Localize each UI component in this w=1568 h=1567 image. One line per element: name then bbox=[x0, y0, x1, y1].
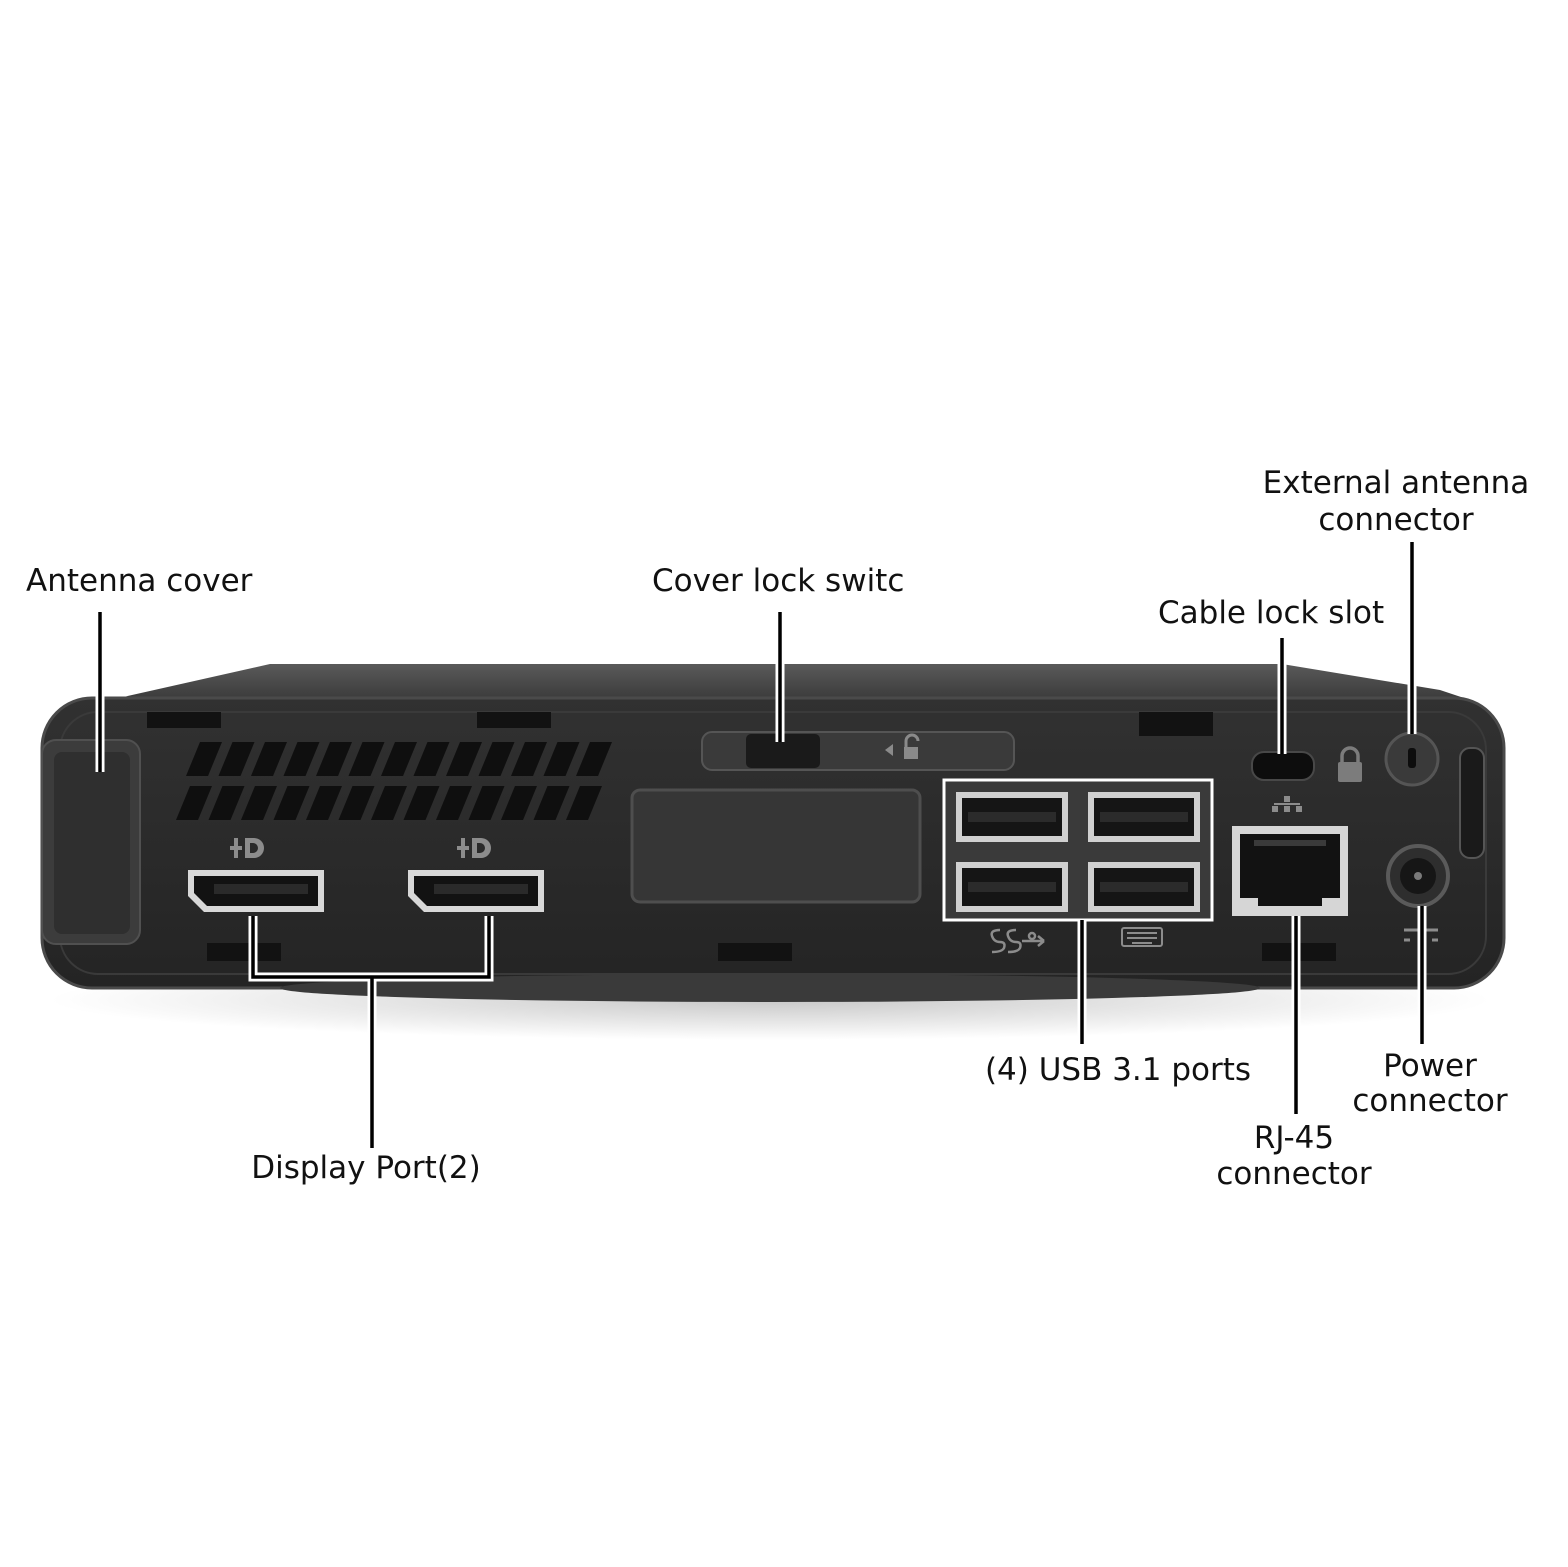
unlock-icon bbox=[885, 733, 920, 759]
vent-slot bbox=[186, 742, 222, 776]
antenna-cover-label: Antenna cover bbox=[26, 563, 253, 599]
antenna-cover bbox=[41, 739, 141, 945]
top-rim-slots bbox=[147, 712, 1213, 736]
vent-slot bbox=[566, 786, 602, 820]
usb-port-4[interactable] bbox=[1088, 862, 1200, 912]
vent-slot bbox=[218, 742, 255, 776]
keyboard-icon bbox=[1121, 927, 1163, 947]
vent-slot bbox=[381, 742, 417, 776]
displayport-connector-1[interactable] bbox=[188, 870, 324, 912]
external-antenna-label-line1: External antenna bbox=[1263, 465, 1530, 501]
displayport-icon bbox=[230, 838, 264, 858]
vent-slot bbox=[371, 786, 407, 820]
vent-slot bbox=[413, 742, 450, 776]
rj45-port[interactable] bbox=[1232, 826, 1348, 916]
vent-slot bbox=[283, 742, 320, 776]
cable-lock-slot[interactable] bbox=[1251, 751, 1315, 781]
vent-slot bbox=[306, 786, 342, 820]
bottom-vent-slots bbox=[207, 943, 1336, 961]
ventilation-grille bbox=[176, 742, 612, 820]
power-connector[interactable] bbox=[1386, 844, 1450, 908]
vent-slot bbox=[543, 742, 580, 776]
vent-slot bbox=[208, 786, 245, 820]
network-icon bbox=[1272, 796, 1302, 812]
displayport-icon bbox=[457, 838, 491, 858]
vent-slot bbox=[348, 742, 385, 776]
vent-slot bbox=[338, 786, 375, 820]
usb-ports-label: (4) USB 3.1 ports bbox=[985, 1052, 1251, 1088]
side-vent-slot bbox=[1459, 747, 1485, 859]
power-label-line2: connector bbox=[1352, 1083, 1508, 1119]
cover-lock-switch-label: Cover lock switc bbox=[652, 563, 904, 599]
vent-slot bbox=[251, 742, 287, 776]
superspeed-usb-icon bbox=[990, 928, 1045, 954]
usb-port-1[interactable] bbox=[956, 792, 1068, 842]
cover-panel bbox=[630, 788, 922, 904]
vent-slot bbox=[576, 742, 612, 776]
display-port-label: Display Port(2) bbox=[251, 1150, 481, 1186]
usb-port-2[interactable] bbox=[1088, 792, 1200, 842]
external-antenna-label-line2: connector bbox=[1318, 502, 1474, 538]
external-antenna-connector[interactable] bbox=[1384, 731, 1440, 787]
displayport-connector-2[interactable] bbox=[408, 870, 544, 912]
vent-slot bbox=[403, 786, 440, 820]
vent-slot bbox=[533, 786, 570, 820]
power-label-line1: Power bbox=[1383, 1048, 1477, 1084]
vent-slot bbox=[501, 786, 537, 820]
callout-leaders bbox=[95, 542, 1427, 1148]
chassis-top bbox=[110, 664, 1470, 700]
vent-slot bbox=[316, 742, 352, 776]
cable-lock-slot-label: Cable lock slot bbox=[1158, 595, 1384, 631]
vent-slot bbox=[468, 786, 505, 820]
usb-port-3[interactable] bbox=[956, 862, 1068, 912]
vent-slot bbox=[511, 742, 547, 776]
vent-slot bbox=[241, 786, 277, 820]
vent-slot bbox=[446, 742, 482, 776]
chassis-bottom-foot bbox=[280, 974, 1260, 1002]
vent-slot bbox=[478, 742, 515, 776]
cover-lock-switch[interactable] bbox=[701, 731, 1015, 771]
padlock-icon bbox=[1338, 746, 1362, 782]
rj45-label-line2: connector bbox=[1216, 1156, 1372, 1192]
rj45-label-line1: RJ-45 bbox=[1254, 1120, 1334, 1156]
vent-slot bbox=[176, 786, 212, 820]
vent-slot bbox=[273, 786, 310, 820]
vent-slot bbox=[436, 786, 472, 820]
